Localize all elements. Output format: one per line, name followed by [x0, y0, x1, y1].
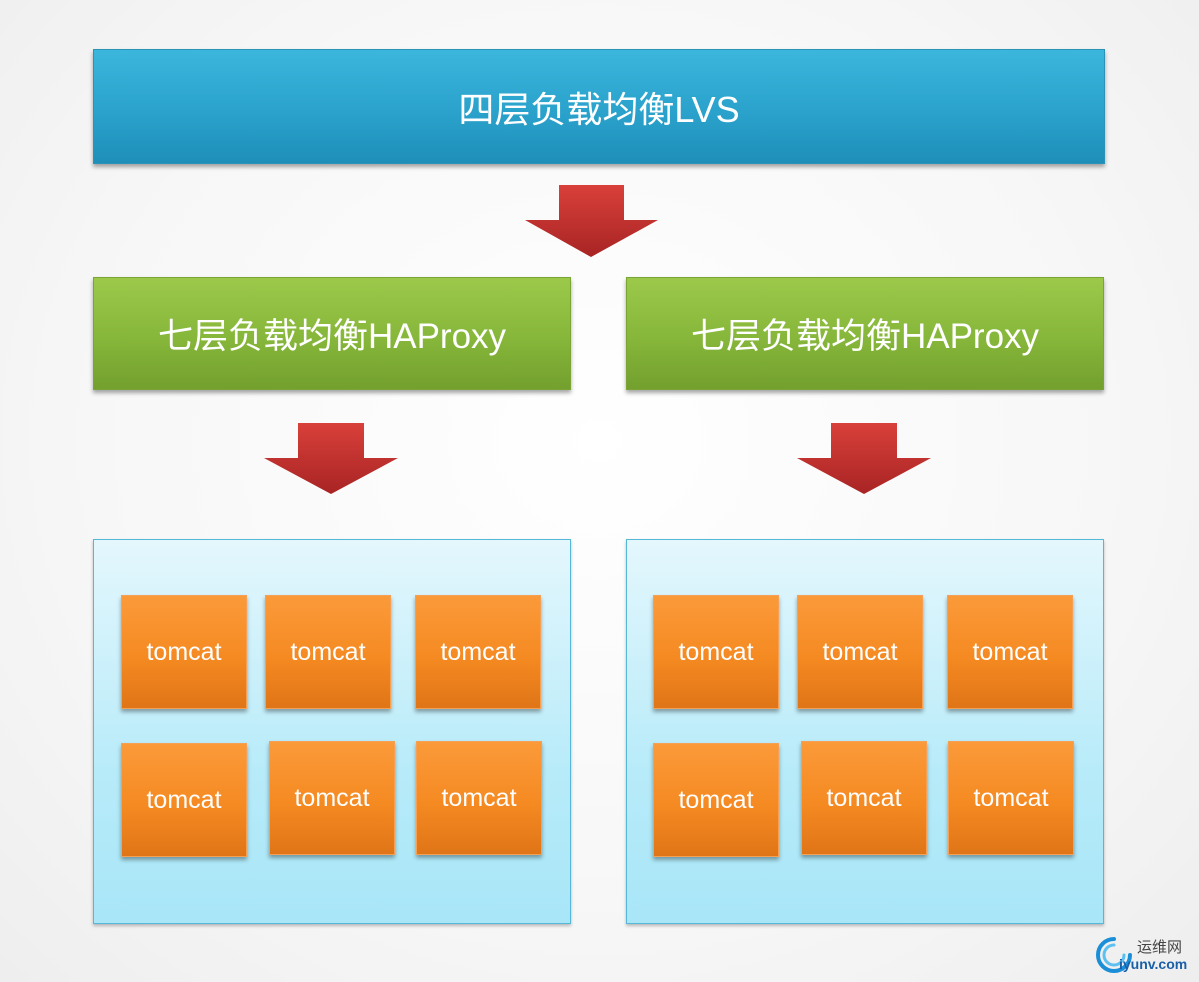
tomcat-node: tomcat	[121, 743, 247, 857]
tomcat-node: tomcat	[947, 595, 1073, 709]
swirl-logo-icon	[1096, 937, 1132, 973]
tomcat-node: tomcat	[801, 741, 927, 855]
haproxy-label-right: 七层负载均衡HAProxy	[690, 317, 1040, 356]
arrow-down-icon	[525, 185, 658, 257]
tomcat-node: tomcat	[269, 741, 395, 855]
watermark-logo: 运维网 iyunv.com	[1095, 934, 1199, 980]
watermark-en: iyunv.com	[1119, 956, 1188, 972]
tomcat-node: tomcat	[948, 741, 1074, 855]
tomcat-node: tomcat	[653, 743, 779, 857]
tomcat-group-left: tomcat tomcat tomcat tomcat tomcat tomca…	[93, 539, 571, 924]
tomcat-group-right: tomcat tomcat tomcat tomcat tomcat tomca…	[626, 539, 1104, 924]
lvs-label: 四层负载均衡LVS	[458, 88, 740, 130]
tomcat-node: tomcat	[797, 595, 923, 709]
watermark-cn: 运维网	[1137, 938, 1183, 956]
arrow-down-icon	[797, 423, 931, 494]
tomcat-node: tomcat	[265, 595, 391, 709]
haproxy-label-left: 七层负载均衡HAProxy	[157, 317, 507, 356]
arrow-down-icon	[264, 423, 398, 494]
lvs-box: 四层负载均衡LVS	[93, 49, 1105, 164]
tomcat-node: tomcat	[653, 595, 779, 709]
haproxy-box-right: 七层负载均衡HAProxy	[626, 277, 1104, 390]
tomcat-node: tomcat	[121, 595, 247, 709]
tomcat-node: tomcat	[416, 741, 542, 855]
haproxy-box-left: 七层负载均衡HAProxy	[93, 277, 571, 390]
tomcat-node: tomcat	[415, 595, 541, 709]
